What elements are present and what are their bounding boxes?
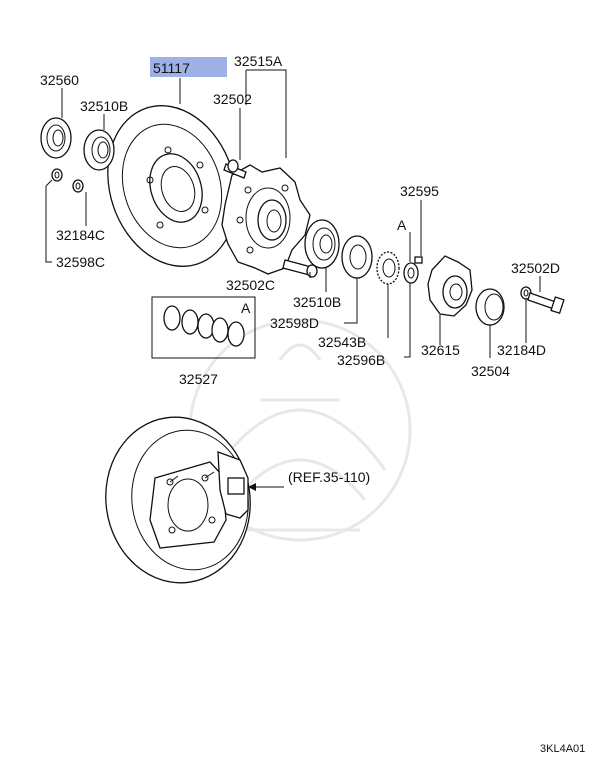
brake-disc-top[interactable] [88,89,257,283]
label-32595[interactable]: 32595 [400,183,439,199]
label-32596B[interactable]: 32596B [337,352,385,368]
bearing-32510B-mid[interactable] [304,219,340,269]
bearing-32510B-top[interactable] [83,129,115,171]
brake-caliper-bottom[interactable] [217,451,249,519]
label-32510B-top[interactable]: 32510B [80,98,128,114]
washer-32598C[interactable] [51,168,63,182]
diagram-code: 3KL4A01 [540,743,585,755]
label-32560[interactable]: 32560 [40,72,79,88]
leader-lines-top [45,69,541,358]
label-32184C[interactable]: 32184C [56,227,105,243]
label-32510B-mid[interactable]: 32510B [293,294,341,310]
ref-label[interactable]: (REF.35-110) [288,469,370,485]
label-32543B[interactable]: 32543B [318,334,366,350]
label-32515A[interactable]: 32515A [234,53,283,69]
nut-32596B[interactable] [403,262,419,284]
hub-32515A[interactable] [221,164,311,275]
label-32184D[interactable]: 32184D [497,342,546,358]
brake-disc-bottom[interactable] [95,408,261,592]
bolt-32502D[interactable] [527,292,565,315]
seal-kit-32527[interactable] [151,296,256,359]
label-32615[interactable]: 32615 [421,342,460,358]
flange-32615[interactable] [427,255,473,317]
label-51117[interactable]: 51117 [153,60,190,76]
screw-32595[interactable] [414,256,423,264]
ref-arrowhead [248,483,256,491]
label-32598C[interactable]: 32598C [56,254,105,270]
nut-32184C[interactable] [72,179,84,193]
hub-cap-32504[interactable] [475,288,505,326]
watermark-emblem [188,318,412,542]
label-32502D[interactable]: 32502D [511,260,560,276]
label-32502[interactable]: 32502 [213,91,252,107]
label-32504[interactable]: 32504 [471,363,510,379]
seal-32598D[interactable] [341,235,373,279]
marker-A-kit: A [241,300,251,316]
label-32527[interactable]: 32527 [179,371,218,387]
highlight-box [150,57,227,77]
marker-A-top: A [397,217,407,233]
lock-washer-32543B[interactable] [376,251,400,285]
label-32502C[interactable]: 32502C [226,277,275,293]
stud-bolt-32502[interactable] [223,159,247,179]
oil-seal-32560[interactable] [40,117,72,159]
label-32598D[interactable]: 32598D [270,315,319,331]
